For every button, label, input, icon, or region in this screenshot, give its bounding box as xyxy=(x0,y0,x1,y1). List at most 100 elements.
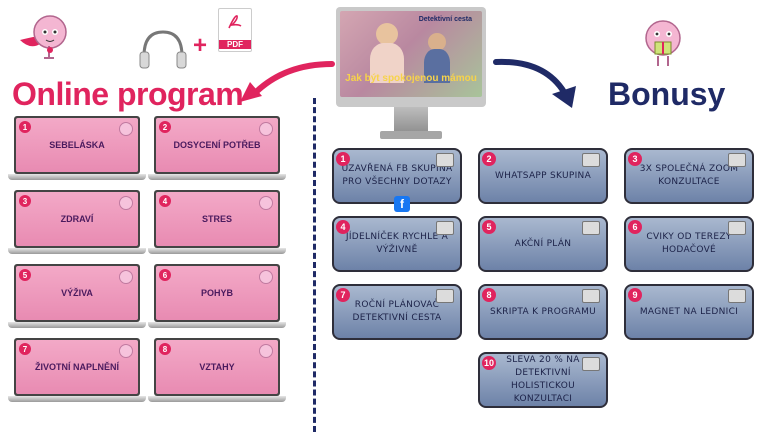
section-divider xyxy=(313,98,316,432)
child-figure xyxy=(428,33,446,51)
brain-mascot-icon xyxy=(119,270,133,284)
brain-mascot-icon xyxy=(259,122,273,136)
bonus-number-badge: 4 xyxy=(336,220,350,234)
monitor-screen: Detektivní cesta Jak být spokojenou mámo… xyxy=(336,7,486,107)
bonus-label: SLEVA 20 % NA DETEKTIVNÍ HOLISTICKOU KON… xyxy=(506,355,580,404)
pink-curved-arrow-icon xyxy=(240,61,335,102)
online-program-title: Online program xyxy=(12,76,244,112)
brain-mascot-icon xyxy=(119,196,133,210)
bonus-number-badge: 1 xyxy=(336,152,350,166)
mother-figure xyxy=(376,23,398,45)
bonus-label: MAGNET NA LEDNICI xyxy=(639,306,739,317)
gift-brain-mascot-icon xyxy=(645,20,681,66)
brain-mascot-icon xyxy=(119,344,133,358)
bonus-thumbnail-icon xyxy=(582,357,600,371)
module-label: VZTAHY xyxy=(199,362,235,372)
bonus-label: 3X SPOLEČNÁ ZOOM KONZULTACE xyxy=(639,164,739,187)
brain-mascot-icon xyxy=(259,344,273,358)
module-number-badge: 2 xyxy=(159,121,171,133)
navy-curved-arrow-icon xyxy=(493,58,576,108)
course-monitor: Detektivní cesta Jak být spokojenou mámo… xyxy=(336,7,486,142)
monitor-base xyxy=(380,131,442,139)
laptop-base xyxy=(8,174,146,180)
bonus-thumbnail-icon xyxy=(582,221,600,235)
bonus-card-10[interactable]: 10 SLEVA 20 % NA DETEKTIVNÍ HOLISTICKOU K… xyxy=(478,352,608,408)
laptop-base xyxy=(8,322,146,328)
bonus-number-badge: 8 xyxy=(482,288,496,302)
bonus-number-badge: 5 xyxy=(482,220,496,234)
bonus-number-badge: 2 xyxy=(482,152,496,166)
brain-mascot-icon xyxy=(259,196,273,210)
bonus-number-badge: 3 xyxy=(628,152,642,166)
bonus-number-badge: 6 xyxy=(628,220,642,234)
acrobat-icon xyxy=(228,15,242,29)
module-label: VÝŽIVA xyxy=(61,288,93,298)
pdf-file-icon: PDF xyxy=(218,8,252,52)
course-cover-image: Detektivní cesta Jak být spokojenou mámo… xyxy=(340,11,482,97)
bonus-label: UZAVŘENÁ FB SKUPINA PRO VŠECHNY DOTAZY xyxy=(341,164,453,187)
module-label: ZDRAVÍ xyxy=(60,214,94,224)
bonus-label: WHATSAPP SKUPINA xyxy=(494,170,592,181)
monitor-top-text: Detektivní cesta xyxy=(418,16,472,23)
bonus-thumbnail-icon xyxy=(728,221,746,235)
child-body xyxy=(424,49,450,83)
module-label: ŽIVOTNÍ NAPLNĚNÍ xyxy=(34,362,119,372)
module-number-badge: 8 xyxy=(159,343,171,355)
pdf-label: PDF xyxy=(219,40,251,49)
monitor-main-text: Jak být spokojenou mámou xyxy=(345,73,477,84)
module-label: STRES xyxy=(201,214,232,224)
laptop-base xyxy=(8,396,146,402)
module-number-badge: 1 xyxy=(19,121,31,133)
bonus-thumbnail-icon xyxy=(582,289,600,303)
module-number-badge: 5 xyxy=(19,269,31,281)
laptop-base xyxy=(148,174,286,180)
bonus-number-badge: 10 xyxy=(482,356,496,370)
module-label: SEBELÁSKA xyxy=(49,140,105,150)
laptop-base xyxy=(148,396,286,402)
brain-mascot-icon xyxy=(259,270,273,284)
bonus-label: CVIKY OD TEREZY HODAČOVÉ xyxy=(646,232,732,255)
bonus-label: JÍDELNÍČEK RYCHLE A VÝŽIVNĚ xyxy=(345,232,449,255)
bonus-thumbnail-icon xyxy=(582,153,600,167)
brain-mascot-icon xyxy=(119,122,133,136)
bonus-thumbnail-icon xyxy=(728,153,746,167)
module-number-badge: 4 xyxy=(159,195,171,207)
bonus-label: AKČNÍ PLÁN xyxy=(514,238,572,249)
laptop-base xyxy=(8,248,146,254)
mother-body xyxy=(370,43,404,83)
module-number-badge: 3 xyxy=(19,195,31,207)
bonus-thumbnail-icon xyxy=(728,289,746,303)
